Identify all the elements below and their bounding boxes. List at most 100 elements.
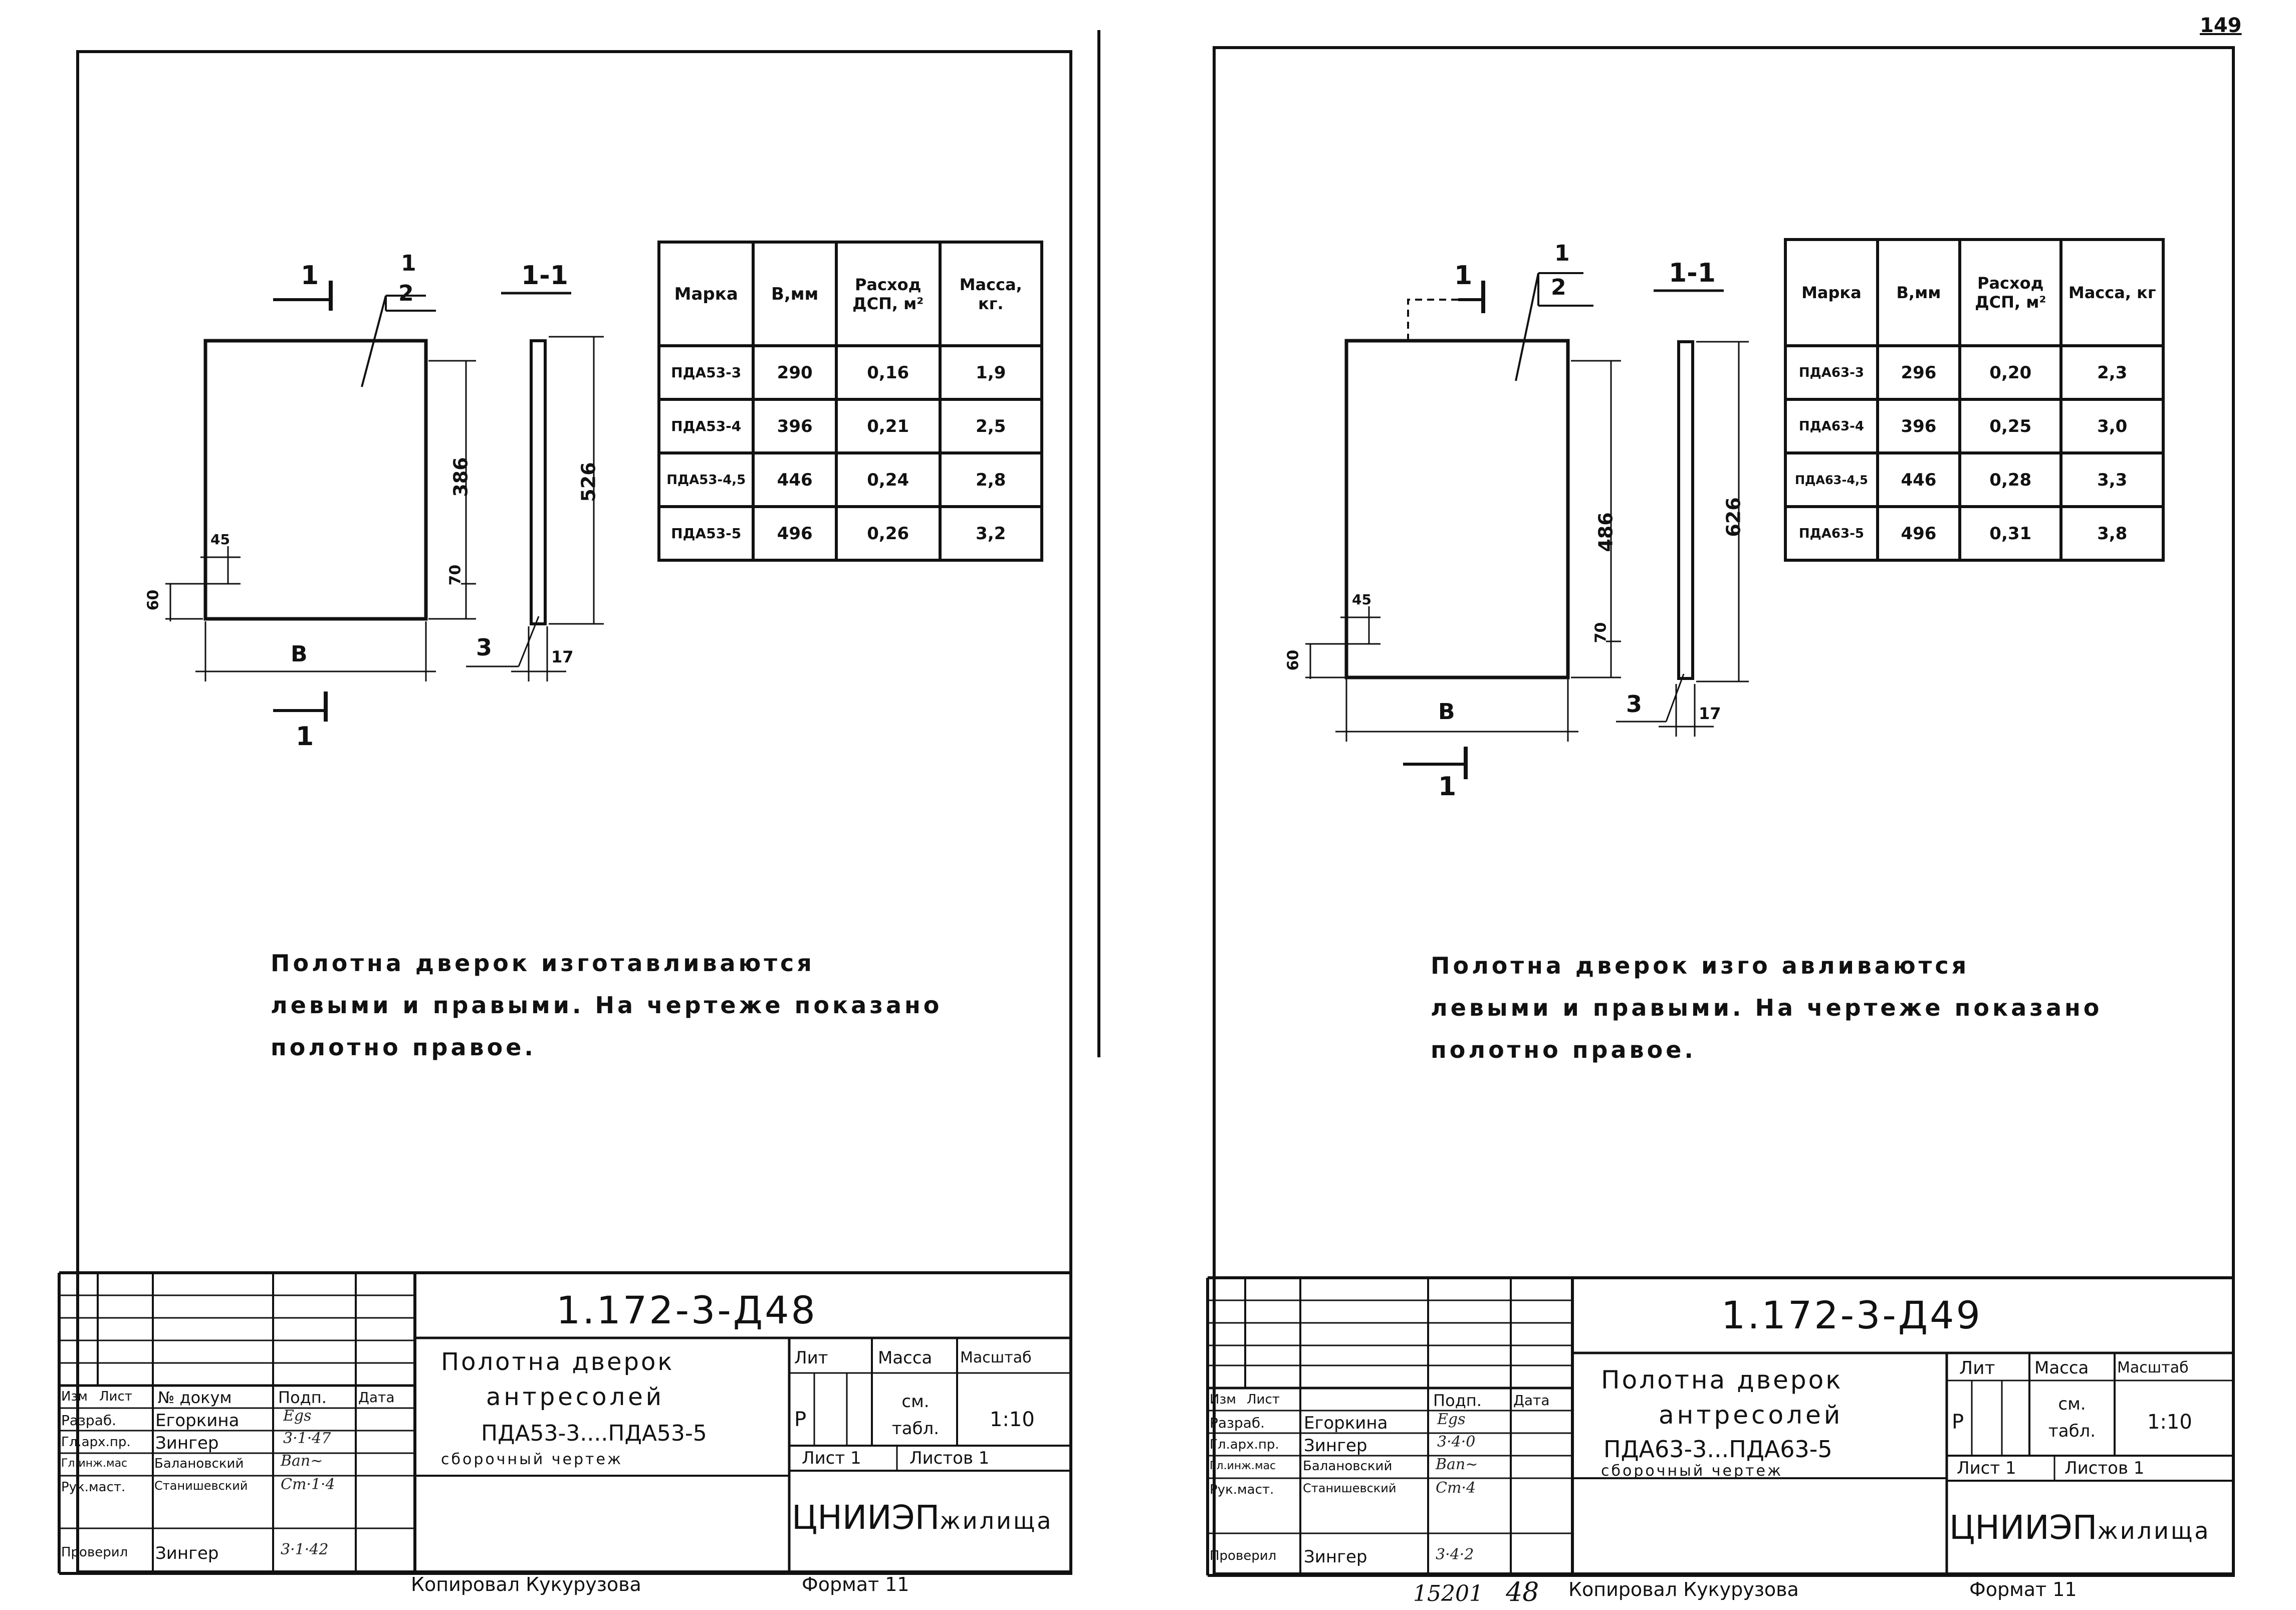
stamp-sheet-label: Лист 1: [802, 1448, 861, 1468]
archive-number: 15201 48: [1413, 1577, 1539, 1607]
drawing-sheet-left: 1 1 1 2 1-1 386 526 70 45 60 В 17 3 Марк…: [0, 0, 1122, 1610]
table-cell: 0,20: [1958, 344, 2063, 401]
section-profile: [530, 339, 547, 625]
signature: 3·4·2: [1436, 1546, 1474, 1563]
note-text: Полотна дверок изготавливаются левыми и …: [271, 942, 942, 1068]
stamp-role: Разраб.: [1210, 1415, 1265, 1431]
stamp-mass-label: Масса: [2034, 1358, 2089, 1378]
stamp-role: Гл.арх.пр.: [61, 1435, 131, 1450]
stamp-col-list: Лист: [1247, 1392, 1280, 1407]
stamp-lit-value: Р: [794, 1408, 807, 1431]
sheet-format: Формат 11: [1969, 1578, 2077, 1600]
leader-number: 1: [401, 251, 416, 276]
table-cell: 2,8: [938, 451, 1044, 508]
table-cell: 396: [1876, 398, 1962, 454]
section-profile: [1677, 340, 1694, 680]
organization: ЦНИИЭПжилища: [792, 1498, 1053, 1537]
spec-table: Марка В,мм Расход ДСП, м² Масса, кг ПДА6…: [1784, 238, 2165, 562]
signature: Egs: [283, 1407, 312, 1425]
title-line-3: ПДА53-3....ПДА53-5: [481, 1421, 707, 1446]
stamp-col-date: Дата: [1513, 1392, 1550, 1409]
stamp-person: Балановский: [154, 1456, 244, 1471]
title-line-2: антресолей: [486, 1383, 664, 1411]
section-marker-bottom: 1: [1438, 772, 1457, 802]
table-cell: ПДА63-3: [1784, 344, 1879, 401]
stamp-scale-value: 1:10: [2147, 1411, 2192, 1434]
stamp-person: Зингер: [155, 1543, 219, 1563]
title-line-3: ПДА63-3...ПДА63-5: [1603, 1436, 1832, 1463]
organization: ЦНИИЭПжилища: [1949, 1508, 2210, 1547]
signature: Ban~: [281, 1452, 323, 1470]
table-row: ПДА53-5 496 0,26 3,2: [657, 505, 1044, 562]
dim-thickness: 17: [1699, 704, 1721, 723]
title-line-1: Полотна дверок: [441, 1348, 674, 1376]
note-line: Полотна дверок изго авливаются: [1431, 952, 1970, 979]
table-cell: 396: [752, 398, 838, 454]
leader-denominator: 2: [398, 281, 414, 306]
note-line: полотно правое.: [271, 1034, 536, 1061]
table-cell: ПДА63-5: [1784, 505, 1879, 562]
fold-line: [1097, 30, 1100, 1057]
leader-number: 1: [1554, 241, 1570, 266]
stamp-role: Рук.маст.: [1210, 1482, 1274, 1497]
signature: Ban~: [1436, 1456, 1478, 1473]
panel-drawing: [1305, 272, 1749, 779]
note-line: полотно правое.: [1431, 1036, 1696, 1063]
page-number: 149: [2200, 14, 2242, 37]
stamp-lit-label: Лит: [794, 1348, 828, 1368]
stamp-scale-label: Масштаб: [2117, 1359, 2189, 1376]
section-title: 1-1: [1669, 258, 1716, 288]
panel-outline: [203, 339, 428, 621]
stamp-col-date: Дата: [358, 1389, 395, 1406]
stamp-sheet-label: Лист 1: [1957, 1458, 2016, 1478]
table-cell: ПДА53-4: [657, 398, 755, 454]
panel-outline: [1344, 339, 1570, 679]
table-cell: 296: [1876, 344, 1962, 401]
table-cell: 3,3: [2059, 451, 2165, 508]
stamp-col-sign: Подп.: [1433, 1391, 1482, 1410]
stamp-role: Гл.арх.пр.: [1210, 1437, 1279, 1452]
table-header: Масса, кг.: [938, 241, 1044, 347]
organization-name: ЦНИИЭП: [1949, 1508, 2098, 1547]
table-row: ПДА63-4,5 446 0,28 3,3: [1784, 451, 2165, 508]
stamp-col-izm: Изм: [61, 1389, 88, 1404]
note-line: левыми и правыми. На чертеже показано: [1431, 994, 2103, 1021]
stamp-person: Балановский: [1303, 1459, 1393, 1474]
archive-sheet-value: 48: [1506, 1577, 1539, 1607]
drawing-sheet-right: 149: [1147, 0, 2296, 1610]
archive-number-value: 15201: [1413, 1581, 1483, 1606]
stamp-person: Зингер: [1304, 1547, 1367, 1567]
note-line: Полотна дверок изготавливаются: [271, 950, 815, 977]
table-cell: 2,5: [938, 398, 1044, 454]
table-header: Расход ДСП, м²: [1958, 238, 2063, 347]
signature: 3·1·47: [283, 1430, 331, 1447]
doc-code: 1.172-3-Д48: [556, 1288, 817, 1332]
stamp-scale-value: 1:10: [990, 1408, 1035, 1431]
title-block-grid: [58, 1271, 1072, 1575]
stamp-person: Станишевский: [154, 1479, 248, 1493]
table-cell: 1,9: [938, 344, 1044, 401]
section-marker-top: 1: [1454, 261, 1473, 291]
signature: Cm·4: [1436, 1479, 1476, 1497]
note-text: Полотна дверок изго авливаются левыми и …: [1431, 945, 2102, 1071]
doc-code: 1.172-3-Д49: [1721, 1293, 1982, 1337]
stamp-person: Егоркина: [155, 1411, 240, 1431]
stamp-col-doc: № докум: [158, 1388, 232, 1407]
table-row: ПДА53-4,5 446 0,24 2,8: [657, 451, 1044, 508]
table-row: ПДА63-3 296 0,20 2,3: [1784, 344, 2165, 401]
table-row: ПДА53-3 290 0,16 1,9: [657, 344, 1044, 401]
table-cell: 290: [752, 344, 838, 401]
stamp-person: Егоркина: [1304, 1413, 1388, 1433]
signature: 3·4·0: [1437, 1433, 1476, 1451]
stamp-scale-label: Масштаб: [960, 1349, 1032, 1366]
stamp-mass-label: Масса: [878, 1348, 933, 1368]
part-callout-3: 3: [476, 634, 493, 661]
stamp-role: Проверил: [1210, 1548, 1277, 1563]
table-row: ПДА53-4 396 0,21 2,5: [657, 398, 1044, 454]
dim-width-b: В: [291, 641, 308, 667]
table-cell: ПДА53-3: [657, 344, 755, 401]
stamp-col-izm: Изм: [1210, 1392, 1236, 1407]
stamp-person: Зингер: [155, 1433, 219, 1453]
stamp-mass-value: см. табл.: [891, 1392, 940, 1439]
stamp-sheets-label: Листов 1: [2064, 1458, 2145, 1478]
